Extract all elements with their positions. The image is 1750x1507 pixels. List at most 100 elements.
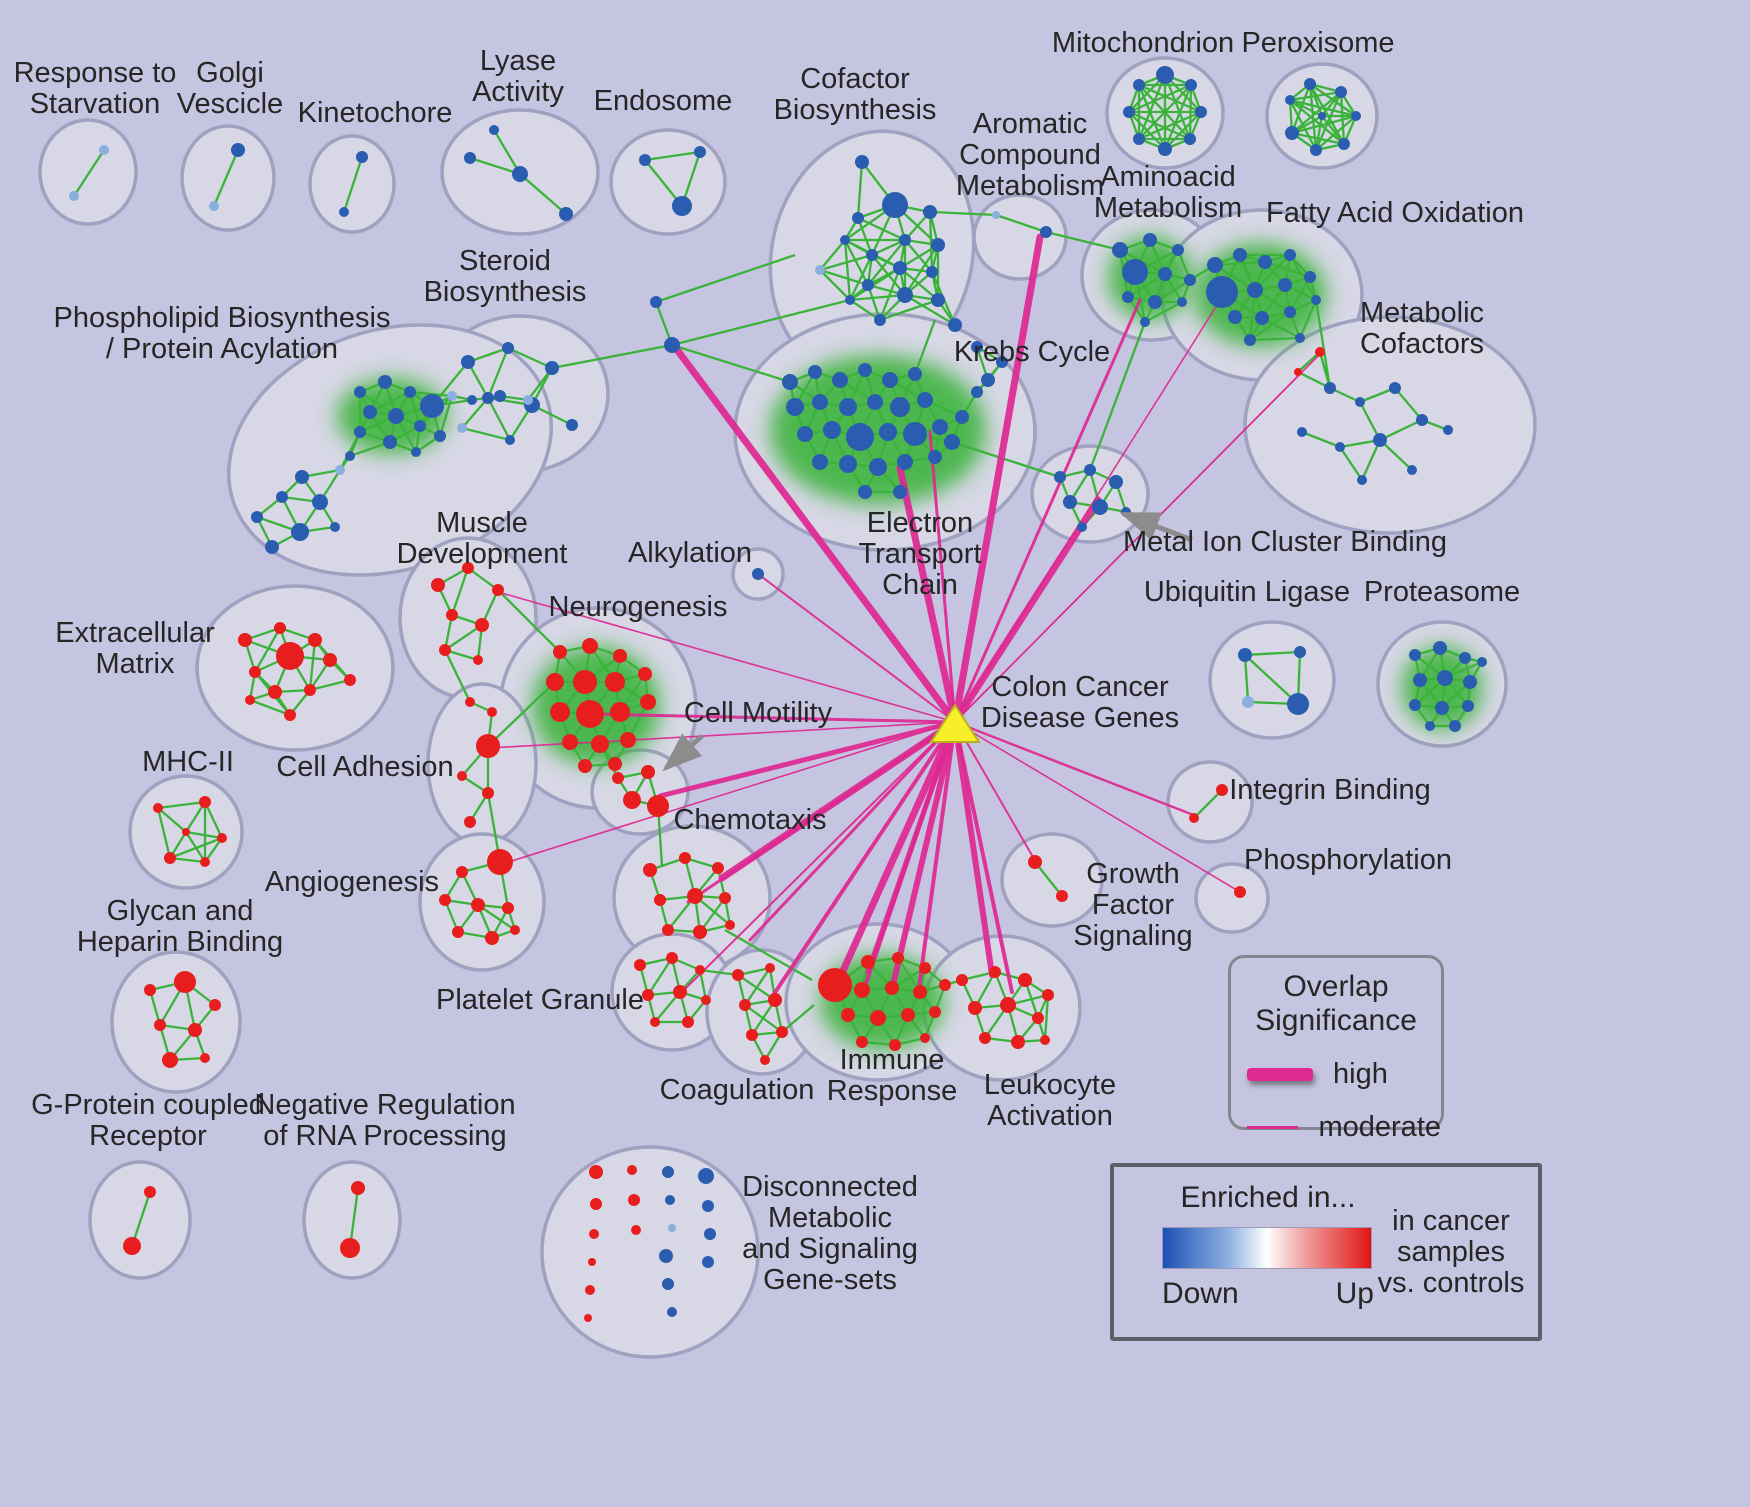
gene-set-edge — [1034, 861, 1063, 897]
gene-set-node — [144, 984, 156, 996]
gene-set-node — [698, 1168, 714, 1184]
gene-set-node — [339, 207, 349, 217]
gene-set-edge — [486, 347, 510, 399]
gene-set-node — [1084, 464, 1096, 476]
gene-set-node — [200, 1053, 210, 1063]
gene-set-node — [1409, 699, 1421, 711]
label-growth-factor-signaling: Growth — [1086, 858, 1179, 890]
gene-set-node — [908, 367, 922, 381]
label-steroid-biosynthesis: Steroid — [459, 245, 551, 277]
gene-set-node — [650, 296, 662, 308]
gene-set-node — [1140, 317, 1150, 327]
gene-set-node — [673, 985, 687, 999]
gene-set-node — [231, 143, 245, 157]
gene-set-node — [856, 1036, 868, 1048]
gene-set-node — [434, 430, 446, 442]
label-growth-factor-signaling: Factor — [1092, 889, 1175, 921]
gene-set-node — [605, 672, 625, 692]
gene-set-node — [1477, 657, 1487, 667]
enrichment-note-line3: vs. controls — [1377, 1266, 1525, 1299]
gene-set-node — [1284, 249, 1296, 261]
gene-set-node — [944, 434, 960, 450]
inter-cluster-edge — [1314, 299, 1332, 389]
gene-set-edge — [1249, 336, 1301, 342]
gene-set-edge — [249, 698, 291, 717]
enrichment-legend: Enriched in... Down Up in cancer samples… — [1110, 1163, 1542, 1341]
overlap-high-row: high — [1247, 1058, 1441, 1091]
label-golgi-vescicle: Golgi — [196, 57, 264, 89]
overlap-significance-edge — [497, 591, 956, 723]
gene-set-edge — [156, 807, 172, 859]
gene-set-node — [979, 1032, 991, 1044]
gene-set-node — [553, 645, 567, 659]
gene-set-node — [345, 451, 355, 461]
gene-set-node — [981, 373, 995, 387]
gene-set-node — [1242, 696, 1254, 708]
gene-set-node — [447, 391, 457, 401]
gene-set-node — [892, 952, 904, 964]
gene-set-node — [576, 700, 604, 728]
gene-set-edge — [157, 800, 206, 810]
enrichment-note-line2: samples — [1397, 1235, 1505, 1268]
gene-set-node — [650, 1017, 660, 1027]
label-phospholipid-biosynthesis: Phospholipid Biosynthesis — [54, 302, 391, 334]
annotation-arrow — [1119, 511, 1193, 543]
gene-set-node — [1258, 255, 1272, 269]
enrichment-scale-labels: Down Up — [1162, 1277, 1374, 1311]
gene-set-node — [846, 423, 874, 451]
gene-set-node — [1238, 648, 1252, 662]
gene-set-node — [452, 926, 464, 938]
gene-set-node — [182, 828, 190, 836]
label-extracellular-matrix: Extracellular — [55, 617, 215, 649]
gene-set-node — [613, 649, 627, 663]
gene-set-node — [662, 924, 674, 936]
gene-set-edge — [450, 567, 470, 616]
gene-set-node — [654, 894, 666, 906]
gene-set-node — [701, 995, 711, 1005]
gene-set-node — [664, 337, 680, 353]
gene-set-node — [866, 249, 878, 261]
gene-set-edge — [130, 1191, 152, 1247]
gene-set-node — [666, 952, 678, 964]
gene-set-node — [1335, 86, 1347, 98]
gene-set-node — [153, 803, 163, 813]
label-response-to-starvation: Starvation — [30, 88, 161, 120]
gene-set-node — [695, 965, 705, 975]
gene-set-node — [858, 485, 872, 499]
gene-set-node — [687, 888, 703, 904]
gene-set-node — [1185, 79, 1197, 91]
enrichment-note: in cancer samples vs. controls — [1374, 1167, 1528, 1337]
gene-set-node — [812, 454, 828, 470]
gene-set-node — [893, 485, 907, 499]
gene-set-edge — [1261, 316, 1301, 340]
gene-set-node — [523, 395, 533, 405]
overlap-significance-edge — [748, 720, 957, 942]
gene-set-node — [284, 709, 296, 721]
gene-set-node — [867, 394, 883, 410]
gene-set-node — [874, 314, 886, 326]
gene-set-edge — [1291, 114, 1357, 135]
gene-set-node — [276, 642, 304, 670]
gene-set-node — [782, 374, 798, 390]
gene-set-node — [1294, 646, 1306, 658]
label-proteasome: Proteasome — [1364, 576, 1520, 608]
overlap-legend-title-line1: Overlap — [1283, 970, 1389, 1003]
overlap-significance-edge — [657, 719, 958, 799]
gene-set-node — [1255, 311, 1269, 325]
cluster-glycan-heparin-binding — [110, 950, 242, 1094]
overlap-significance-edge — [954, 293, 1225, 723]
hub-label: Colon Cancer — [991, 671, 1169, 703]
gene-set-node — [1437, 670, 1453, 686]
gene-set-node — [209, 201, 219, 211]
gene-set-node — [1122, 259, 1148, 285]
label-glycan-heparin-binding: Heparin Binding — [77, 926, 283, 958]
gene-set-node — [854, 982, 870, 998]
gene-set-edge — [699, 897, 726, 933]
hub-label: Disease Genes — [981, 702, 1179, 734]
gene-set-node — [1233, 248, 1247, 262]
label-metal-ion-cluster-binding: Metal Ion Cluster Binding — [1123, 526, 1447, 558]
gene-set-edge — [438, 395, 454, 437]
gene-set-node — [897, 287, 913, 303]
overlap-moderate-row: moderate — [1247, 1111, 1441, 1144]
